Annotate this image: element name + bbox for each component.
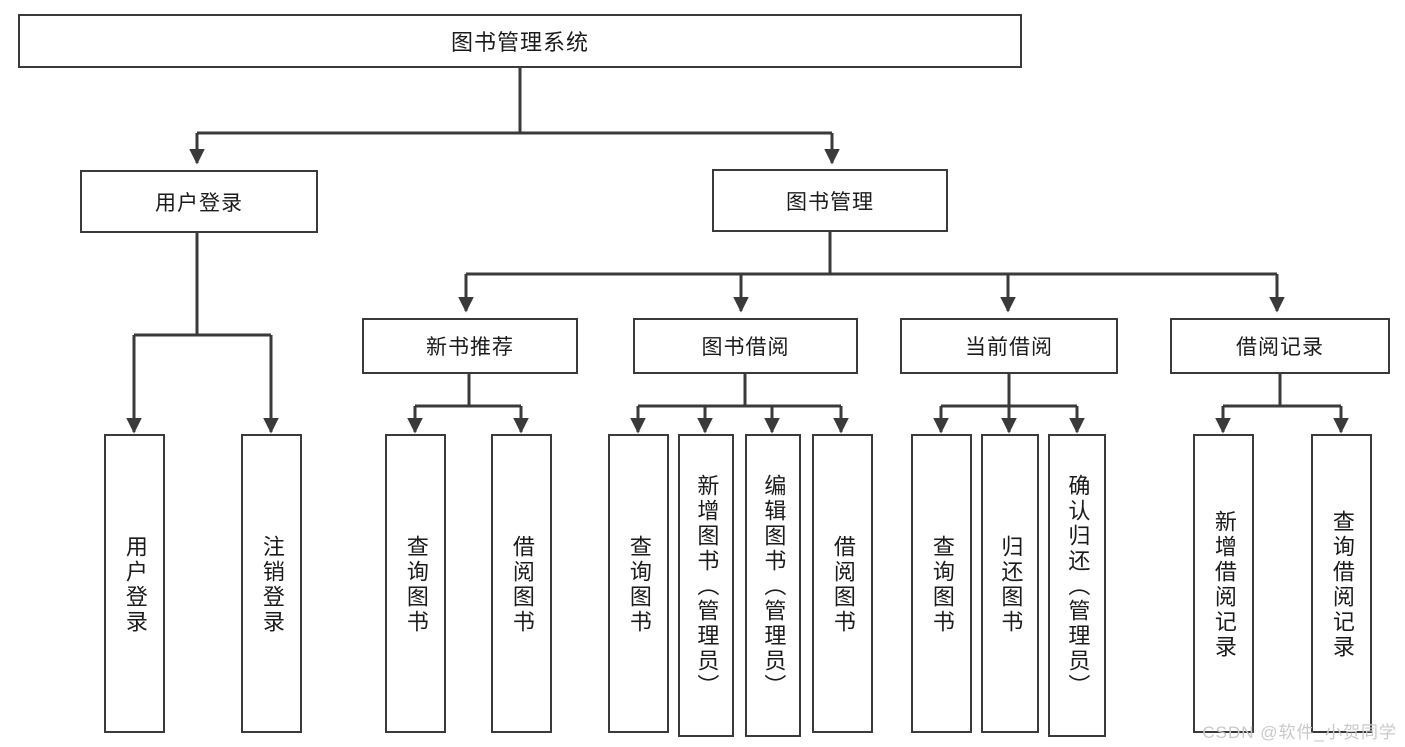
node-user-login[interactable]: 用户登录 [80,170,318,233]
node-borrow-record-label: 借阅记录 [1236,336,1324,359]
leaf-query-book-1-label: 查询图书 [403,534,429,635]
leaf-borrow-book-2-label: 借阅图书 [830,534,856,635]
node-root-label: 图书管理系统 [450,30,589,55]
node-book-manage-label: 图书管理 [786,190,874,214]
node-book-borrow-label: 图书借阅 [701,336,790,359]
leaf-query-record-label: 查询借阅记录 [1329,509,1355,660]
node-root[interactable]: 图书管理系统 [18,14,1022,68]
leaf-add-record[interactable]: 新增借阅记录 [1193,434,1254,733]
leaf-query-book-3-label: 查询图书 [929,534,955,635]
leaf-confirm-return[interactable]: 确认归还（管理员） [1048,434,1106,737]
leaf-user-logout-label: 注销登录 [259,534,285,635]
leaf-query-book-3[interactable]: 查询图书 [911,434,972,733]
leaf-user-login[interactable]: 用户登录 [104,434,165,733]
leaf-query-book-2[interactable]: 查询图书 [608,434,669,733]
leaf-query-record[interactable]: 查询借阅记录 [1311,434,1372,733]
leaf-add-book[interactable]: 新增图书（管理员） [678,434,734,737]
leaf-query-book-2-label: 查询图书 [626,534,652,635]
leaf-borrow-book-2[interactable]: 借阅图书 [812,434,873,733]
node-book-borrow[interactable]: 图书借阅 [633,318,858,374]
leaf-return-book[interactable]: 归还图书 [981,434,1039,733]
node-new-book-recommend-label: 新书推荐 [426,336,514,359]
leaf-user-login-label: 用户登录 [122,534,148,635]
leaf-query-book-1[interactable]: 查询图书 [385,434,446,733]
node-borrow-record[interactable]: 借阅记录 [1170,318,1390,374]
node-current-borrow-label: 当前借阅 [965,336,1053,359]
leaf-add-record-label: 新增借阅记录 [1211,509,1237,660]
leaf-user-logout[interactable]: 注销登录 [241,434,302,733]
leaf-return-book-label: 归还图书 [998,534,1024,635]
leaf-add-book-label: 新增图书（管理员） [694,474,720,699]
leaf-edit-book-label: 编辑图书（管理员） [761,474,787,699]
leaf-borrow-book-1-label: 借阅图书 [509,534,535,635]
node-user-login-label: 用户登录 [155,191,243,215]
node-new-book-recommend[interactable]: 新书推荐 [362,318,578,374]
node-book-manage[interactable]: 图书管理 [712,169,948,232]
leaf-confirm-return-label: 确认归还（管理员） [1065,474,1091,699]
leaf-borrow-book-1[interactable]: 借阅图书 [491,434,552,733]
node-current-borrow[interactable]: 当前借阅 [900,318,1118,374]
leaf-edit-book[interactable]: 编辑图书（管理员） [745,434,801,737]
